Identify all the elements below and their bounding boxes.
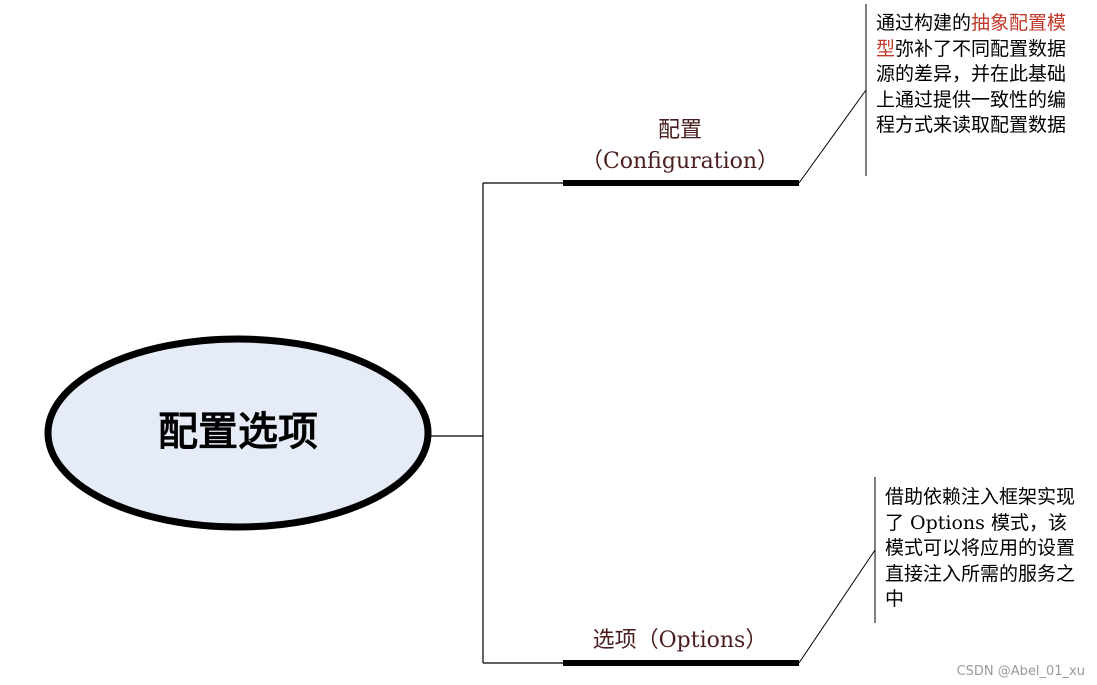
note-options-text: 借助依赖注入框架实现了 Options 模式，该模式可以将应用的设置直接注入所需…	[885, 486, 1076, 610]
root-node-ellipse	[44, 335, 432, 531]
branch-config-title-cn: 配置	[657, 118, 702, 143]
note-config-text-after: 弥补了不同配置数据源的差异，并在此基础上通过提供一致性的编程方式来读取配置数据	[876, 37, 1067, 137]
branch-options-title-text: 选项（Options）	[592, 628, 768, 653]
root-node-label: 配置选项	[158, 408, 318, 455]
note-config: 通过构建的抽象配置模型弥补了不同配置数据源的差异，并在此基础上通过提供一致性的编…	[876, 11, 1072, 139]
note-config-text-before: 通过构建的	[876, 12, 972, 34]
note-config-highlight: 抽象配置模型	[876, 12, 1067, 60]
watermark: CSDN @Abel_01_xu	[956, 664, 1085, 679]
branch-config-title-en: （Configuration）	[580, 149, 780, 174]
branch-config-title: 配置 （Configuration）	[560, 115, 800, 177]
note-options: 借助依赖注入框架实现了 Options 模式，该模式可以将应用的设置直接注入所需…	[885, 485, 1081, 613]
note-options-leader	[798, 549, 876, 664]
branch-options-title: 选项（Options）	[560, 625, 800, 656]
note-config-leader	[798, 89, 867, 184]
